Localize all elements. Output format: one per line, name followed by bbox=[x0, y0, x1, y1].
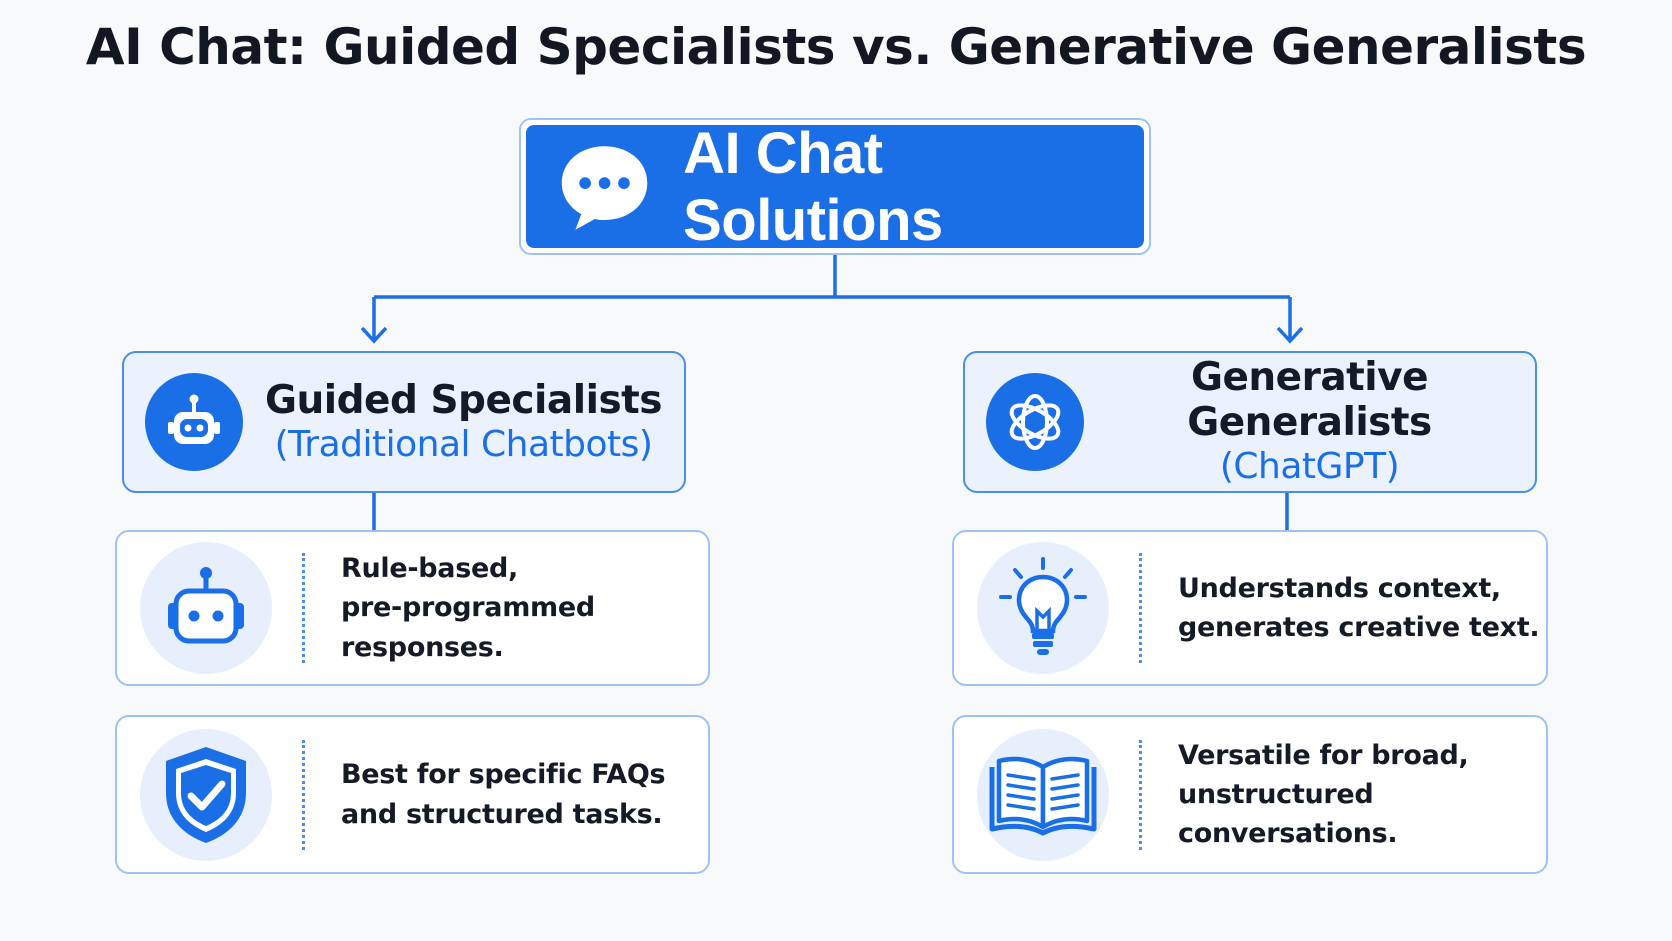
feature-text-line: unstructured conversations. bbox=[1178, 778, 1398, 850]
openai-knot-icon bbox=[986, 373, 1084, 471]
card-separator bbox=[1139, 739, 1142, 850]
robot-icon bbox=[140, 542, 272, 674]
feature-card-rule-based: Rule-based, pre-programmed responses. bbox=[115, 530, 710, 686]
feature-card-versatile: Versatile for broad, unstructured conver… bbox=[952, 715, 1548, 874]
feature-text-line: Best for specific FAQs bbox=[341, 759, 666, 791]
feature-text-line: Rule-based, bbox=[341, 553, 518, 585]
guided-specialists-title: Guided Specialists bbox=[264, 377, 663, 423]
feature-text-line: generates creative text. bbox=[1178, 612, 1540, 643]
feature-card-understands-context: Understands context, generates creative … bbox=[952, 530, 1548, 686]
generative-generalists-header: Generative Generalists (ChatGPT) bbox=[963, 351, 1537, 493]
robot-icon bbox=[145, 373, 243, 471]
feature-card-specific-faqs: Best for specific FAQs and structured ta… bbox=[115, 715, 710, 874]
guided-specialists-header: Guided Specialists (Traditional Chatbots… bbox=[122, 351, 686, 493]
card-separator bbox=[302, 739, 305, 850]
chat-bubble-icon bbox=[561, 145, 648, 230]
right-arrow-icon bbox=[1276, 326, 1304, 344]
feature-text-line: Understands context, bbox=[1178, 572, 1501, 604]
left-arrow-icon bbox=[360, 326, 388, 344]
diagram-title: AI Chat: Guided Specialists vs. Generati… bbox=[85, 18, 1587, 76]
generative-generalists-subtitle: (ChatGPT) bbox=[1219, 446, 1400, 488]
open-book-icon bbox=[977, 728, 1109, 861]
shield-check-icon bbox=[140, 728, 272, 861]
lightbulb-icon bbox=[977, 542, 1109, 674]
root-node-label: AI Chat Solutions bbox=[683, 120, 943, 253]
generative-generalists-title: Generative Generalists bbox=[1187, 355, 1432, 446]
card-separator bbox=[302, 553, 305, 663]
feature-text-line: and structured tasks. bbox=[341, 798, 663, 830]
feature-text-line: Versatile for broad, bbox=[1178, 739, 1469, 771]
guided-specialists-subtitle: (Traditional Chatbots) bbox=[274, 423, 653, 465]
card-separator bbox=[1139, 553, 1142, 663]
feature-text-line: pre-programmed responses. bbox=[341, 592, 595, 663]
root-node: AI Chat Solutions bbox=[526, 121, 1144, 253]
